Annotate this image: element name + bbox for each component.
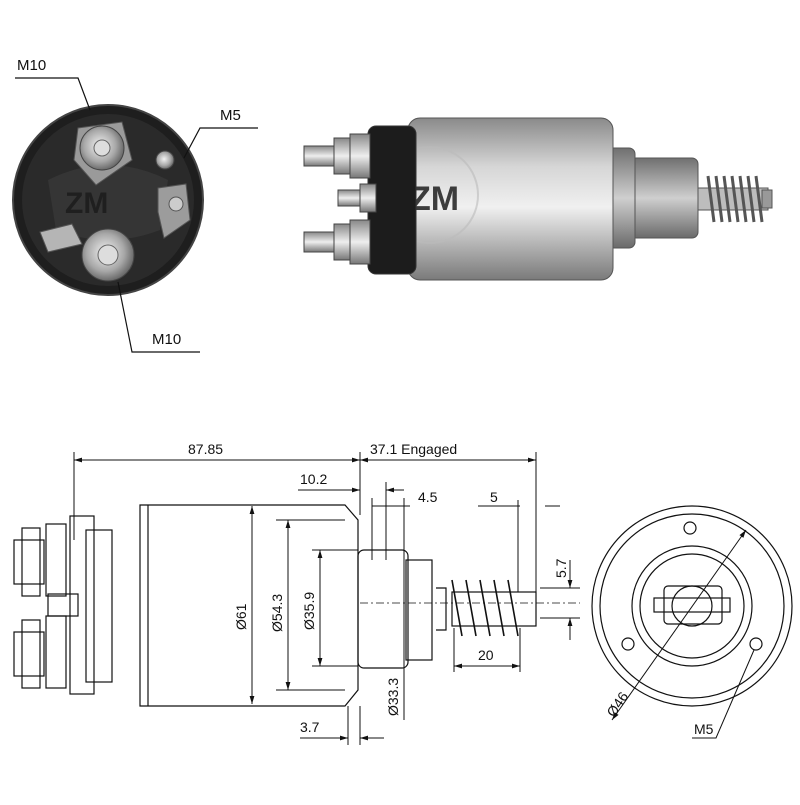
label-mount-thread: M5: [694, 721, 714, 737]
dim-engaged-travel: 37.1 Engaged: [370, 441, 457, 457]
dim-step-offset: 4.5: [418, 489, 438, 505]
dim-spring-length: 20: [478, 647, 494, 663]
dim-inner-dia: Ø54.3: [269, 594, 285, 632]
dimension-lines: [73, 452, 580, 745]
dim-nose-dia: Ø33.3: [385, 678, 401, 716]
small-terminal-icon: [155, 150, 191, 239]
dim-body-dia: Ø61: [233, 603, 249, 630]
end-view-drawing: [591, 505, 793, 739]
label-top-m10: M10: [17, 57, 46, 74]
logo-watermark: ZM: [65, 187, 108, 220]
spring-icon: [689, 175, 773, 223]
dim-flange-width: 3.7: [300, 719, 320, 735]
side-drawing: [13, 504, 580, 707]
label-small-m5: M5: [220, 107, 241, 124]
dim-spring-end: 5: [490, 489, 498, 505]
top-terminal-icon: [73, 121, 133, 186]
bottom-terminal-icon: [39, 223, 135, 282]
front-view-photo: ZM M10 M5 M10: [12, 57, 258, 353]
dim-bolt-circle: Ø46: [603, 689, 631, 720]
label-bottom-m10: M10: [152, 331, 181, 348]
dim-spring-dia: 5.7: [553, 558, 569, 578]
dim-flange-offset: 10.2: [300, 471, 327, 487]
logo-watermark-side: ZM: [410, 180, 459, 218]
dim-overall-length: 87.85: [188, 441, 223, 457]
side-view-photo: ZM: [303, 117, 773, 281]
terminal-bolts-icon: [303, 133, 377, 265]
dim-bore-dia: Ø35.9: [301, 592, 317, 630]
